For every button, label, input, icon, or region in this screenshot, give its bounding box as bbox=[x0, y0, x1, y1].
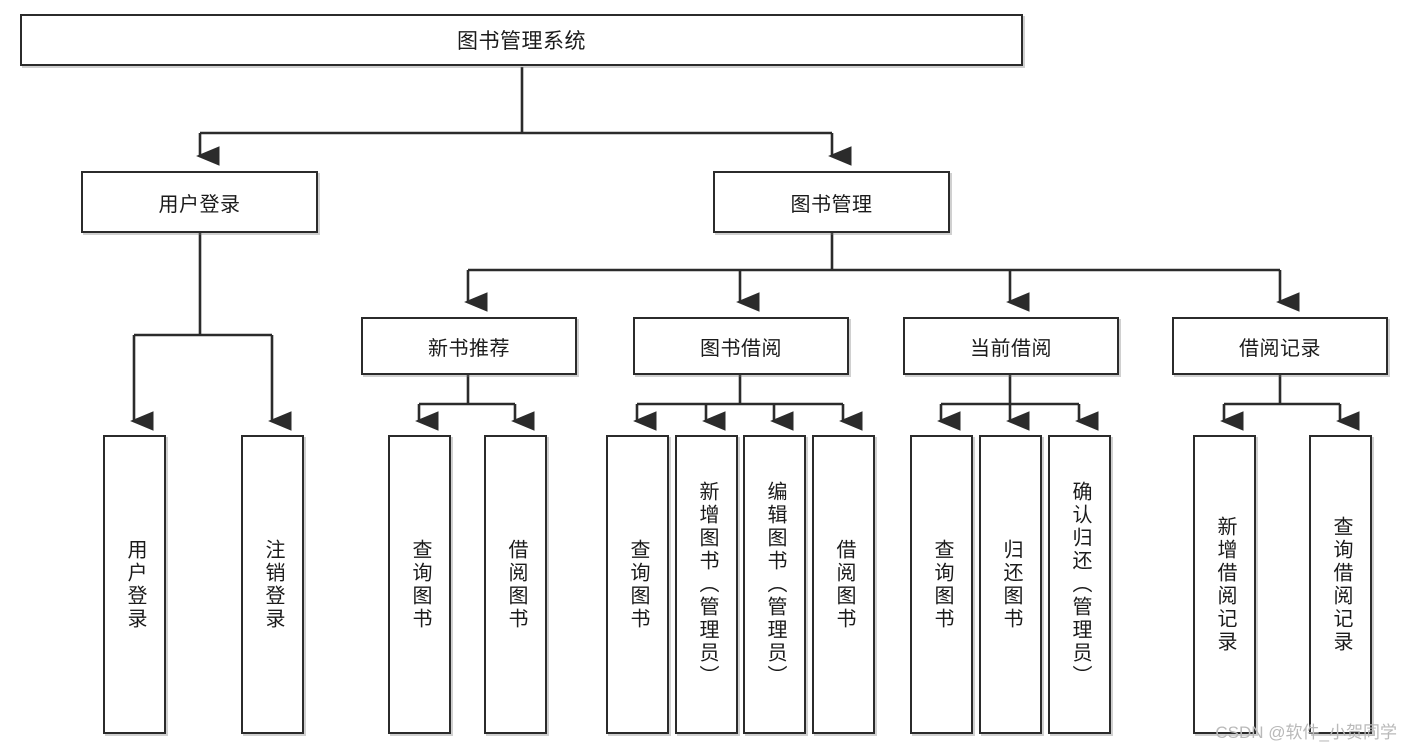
node-label: 用户登录 bbox=[124, 538, 146, 631]
leaf-new-book-query-book[interactable]: 查询图书 bbox=[388, 435, 451, 734]
node-label: 图书借阅 bbox=[700, 337, 782, 360]
node-label: 查询图书 bbox=[627, 538, 649, 631]
node-label: 归还图书 bbox=[1000, 538, 1022, 631]
node-label: 新增借阅记录 bbox=[1214, 515, 1236, 654]
leaf-book-borrow-borrow-book[interactable]: 借阅图书 bbox=[812, 435, 875, 734]
node-label: 编辑图书（管理员） bbox=[764, 481, 786, 688]
leaf-current-borrow-return-book[interactable]: 归还图书 bbox=[979, 435, 1042, 734]
node-label: 图书管理系统 bbox=[457, 30, 586, 53]
leaf-book-borrow-edit-book-admin[interactable]: 编辑图书（管理员） bbox=[743, 435, 806, 734]
node-label: 图书管理 bbox=[790, 193, 873, 216]
node-new-book-recommendation[interactable]: 新书推荐 bbox=[361, 317, 577, 375]
leaf-borrow-record-query-record[interactable]: 查询借阅记录 bbox=[1309, 435, 1372, 734]
node-label: 借阅图书 bbox=[833, 538, 855, 631]
node-book-borrowing[interactable]: 图书借阅 bbox=[633, 317, 849, 375]
leaf-user-login-login[interactable]: 用户登录 bbox=[103, 435, 166, 734]
leaf-book-borrow-add-book-admin[interactable]: 新增图书（管理员） bbox=[675, 435, 738, 734]
node-root-book-management-system[interactable]: 图书管理系统 bbox=[20, 14, 1023, 66]
node-label: 新增图书（管理员） bbox=[696, 481, 718, 688]
node-label: 确认归还（管理员） bbox=[1069, 481, 1091, 688]
node-label: 新书推荐 bbox=[428, 337, 510, 360]
node-label: 查询借阅记录 bbox=[1330, 515, 1352, 654]
leaf-new-book-borrow-book[interactable]: 借阅图书 bbox=[484, 435, 547, 734]
node-user-login[interactable]: 用户登录 bbox=[81, 171, 318, 233]
node-label: 借阅记录 bbox=[1239, 337, 1321, 360]
leaf-book-borrow-query-book[interactable]: 查询图书 bbox=[606, 435, 669, 734]
leaf-current-borrow-query-book[interactable]: 查询图书 bbox=[910, 435, 973, 734]
leaf-current-borrow-confirm-return-admin[interactable]: 确认归还（管理员） bbox=[1048, 435, 1111, 734]
node-label: 查询图书 bbox=[931, 538, 953, 631]
node-label: 借阅图书 bbox=[505, 538, 527, 631]
node-label: 当前借阅 bbox=[970, 337, 1052, 360]
leaf-borrow-record-add-record[interactable]: 新增借阅记录 bbox=[1193, 435, 1256, 734]
node-label: 查询图书 bbox=[409, 538, 431, 631]
node-label: 用户登录 bbox=[158, 193, 241, 216]
node-label: 注销登录 bbox=[262, 538, 284, 631]
node-borrowing-record[interactable]: 借阅记录 bbox=[1172, 317, 1388, 375]
node-current-borrowing[interactable]: 当前借阅 bbox=[903, 317, 1119, 375]
leaf-user-login-logout[interactable]: 注销登录 bbox=[241, 435, 304, 734]
node-book-management[interactable]: 图书管理 bbox=[713, 171, 950, 233]
